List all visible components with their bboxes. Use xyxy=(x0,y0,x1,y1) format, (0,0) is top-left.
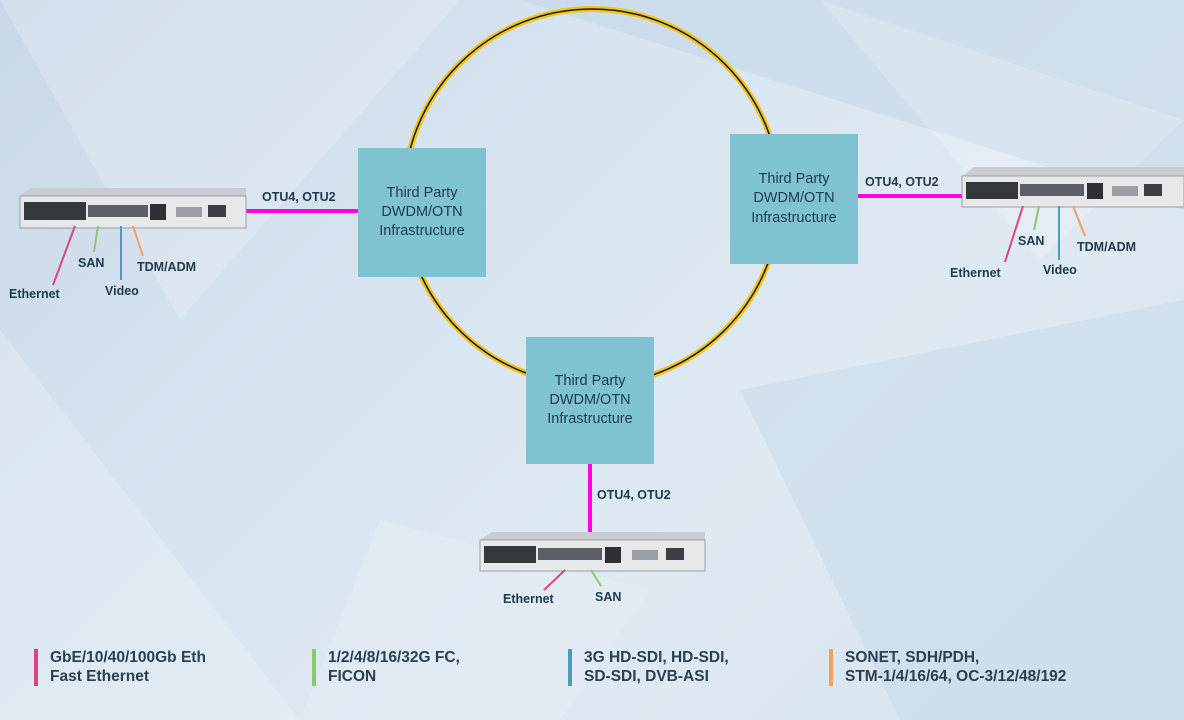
dwdm-node-right: Third Party DWDM/OTN Infrastructure xyxy=(730,134,858,264)
legend-video-line-2: SD-SDI, DVB-ASI xyxy=(584,667,709,685)
legend-ethernet-line-1: GbE/10/40/100Gb Eth xyxy=(50,649,206,666)
legend-tdm-line-2: STM-1/4/16/64, OC-3/12/48/192 xyxy=(845,667,1067,685)
node-bottom-line-2: DWDM/OTN xyxy=(549,391,631,408)
device-left xyxy=(19,188,247,229)
left-video-label: Video xyxy=(105,284,139,298)
right-san-label: SAN xyxy=(1018,234,1045,248)
drop-left-san xyxy=(93,225,99,253)
link-bottom-label: OTU4, OTU2 xyxy=(597,488,671,502)
legend-ethernet: GbE/10/40/100Gb Eth Fast Ethernet xyxy=(34,649,206,687)
right-tdm-label: TDM/ADM xyxy=(1077,240,1137,254)
dwdm-node-bottom: Third Party DWDM/OTN Infrastructure xyxy=(526,337,654,464)
node-left-line-3: Infrastructure xyxy=(379,223,465,240)
node-right-line-1: Third Party xyxy=(758,171,830,188)
link-left-label: OTU4, OTU2 xyxy=(262,190,336,204)
drop-left-ethernet xyxy=(52,225,76,286)
node-right-line-2: DWDM/OTN xyxy=(753,190,835,207)
link-right-label: OTU4, OTU2 xyxy=(865,175,939,189)
legend-ethernet-line-2: Fast Ethernet xyxy=(50,667,150,685)
drop-left-tdm xyxy=(132,225,144,257)
legend-san-line-2: FICON xyxy=(328,667,377,685)
dwdm-node-left: Third Party DWDM/OTN Infrastructure xyxy=(358,148,486,277)
device-right xyxy=(961,167,1184,208)
drop-right-tdm xyxy=(1072,205,1086,237)
legend-san-line-1: 1/2/4/8/16/32G FC, xyxy=(328,649,460,666)
drop-right-ethernet xyxy=(1004,205,1024,263)
legend-tdm: SONET, SDH/PDH, STM-1/4/16/64, OC-3/12/4… xyxy=(829,649,1067,687)
right-ethernet-label: Ethernet xyxy=(950,266,1001,280)
node-bottom-line-3: Infrastructure xyxy=(547,411,633,428)
node-right-line-3: Infrastructure xyxy=(751,209,837,226)
bottom-san-label: SAN xyxy=(595,590,622,604)
node-left-line-2: DWDM/OTN xyxy=(381,203,463,220)
device-bottom xyxy=(479,532,706,572)
left-san-label: SAN xyxy=(78,256,105,270)
legend-tdm-line-1: SONET, SDH/PDH, xyxy=(845,649,980,666)
legend-video-line-1: 3G HD-SDI, HD-SDI, xyxy=(584,649,729,666)
legend-san: 1/2/4/8/16/32G FC, FICON xyxy=(312,649,460,687)
legend-video: 3G HD-SDI, HD-SDI, SD-SDI, DVB-ASI xyxy=(568,649,729,687)
node-left-line-1: Third Party xyxy=(386,184,458,201)
left-ethernet-label: Ethernet xyxy=(9,287,60,301)
drop-bottom-ethernet xyxy=(543,569,566,591)
left-tdm-label: TDM/ADM xyxy=(137,260,197,274)
right-video-label: Video xyxy=(1043,263,1077,277)
drop-bottom-san xyxy=(590,569,602,587)
bottom-ethernet-label: Ethernet xyxy=(503,592,554,606)
drop-right-san xyxy=(1033,205,1040,231)
node-bottom-line-1: Third Party xyxy=(554,372,626,389)
